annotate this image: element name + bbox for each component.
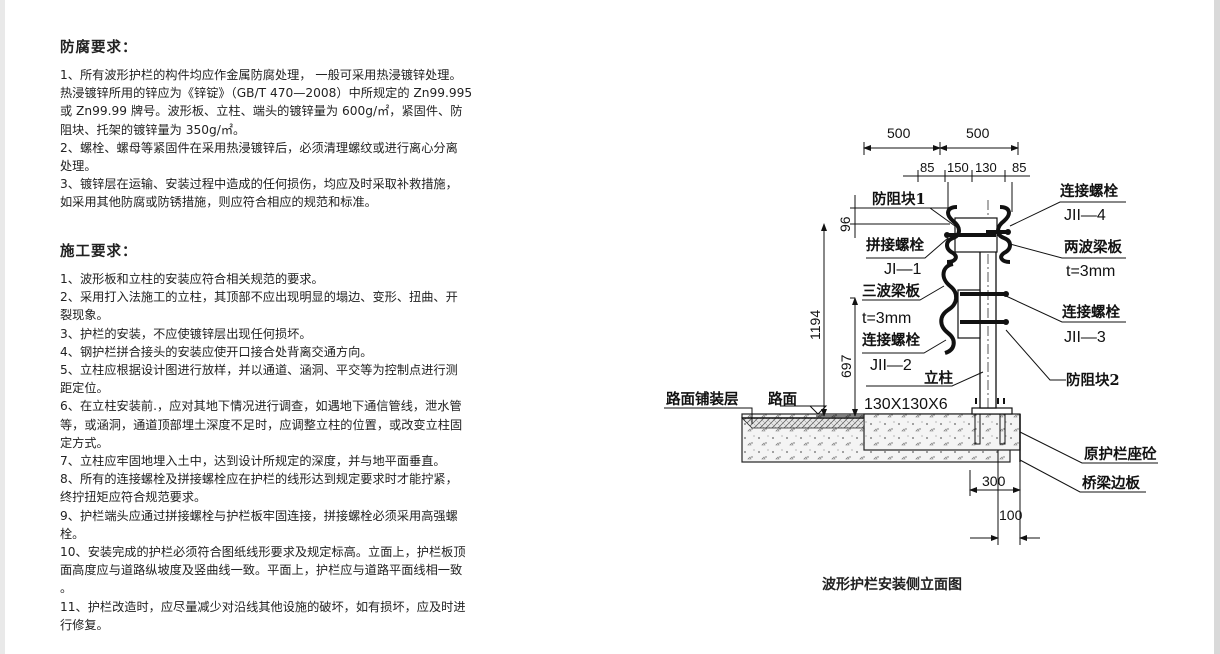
paragraph-line: 或 Zn99.99 牌号。波形板、立柱、端头的镀锌量为 600g/㎡，紧固件、防 bbox=[60, 104, 463, 119]
construction-paragraphs: 1、波形板和立柱的安装应符合相关规范的要求。 2、采用打入法施工的立柱，其顶部不应… bbox=[60, 270, 560, 634]
label-bridge-edge: 桥梁边板 bbox=[1082, 474, 1140, 492]
label-block-2: 防阻块2 bbox=[1066, 371, 1120, 389]
paragraph-line: 处理。 bbox=[60, 159, 97, 174]
two-wave-beam bbox=[996, 205, 1012, 264]
label-jl1: JI—1 bbox=[884, 261, 921, 278]
label-road-surface: 路面 bbox=[768, 390, 797, 408]
upper-left-wave-beam bbox=[945, 205, 961, 264]
paragraph-line: 。 bbox=[60, 581, 73, 596]
construction-title: 施工要求： bbox=[60, 243, 138, 260]
dim-500-left: 500 bbox=[887, 125, 911, 141]
label-three-wave-beam: 三波梁板 bbox=[862, 282, 920, 300]
paragraph-line: 裂现象。 bbox=[60, 308, 109, 323]
paragraph-line: 6、在立柱安装前.，应对其地下情况进行调查，如遇地下通信管线，泄水管 bbox=[60, 399, 462, 414]
label-jl4: JII—4 bbox=[1064, 207, 1106, 224]
label-post: 立柱 bbox=[924, 369, 953, 387]
page-right-edge bbox=[1214, 0, 1220, 654]
paragraph-line: 9、护栏端头应通过拼接螺栓与护栏板牢固连接，拼接螺栓必须采用高强螺 bbox=[60, 508, 458, 523]
paragraph-line: 10、安装完成的护栏必须符合图纸线形要求及规定标高。立面上，护栏板顶 bbox=[60, 545, 466, 560]
page-left-edge bbox=[0, 0, 5, 654]
left-dimensions bbox=[816, 195, 950, 417]
label-jl2: JII—2 bbox=[870, 357, 912, 374]
top-dimensions bbox=[863, 142, 1030, 212]
dim-500-right: 500 bbox=[966, 125, 990, 141]
bolts bbox=[944, 229, 1011, 325]
dim-150: 150 bbox=[947, 160, 969, 175]
paragraph-line: 栓。 bbox=[60, 526, 85, 541]
dim-85-right: 85 bbox=[1012, 160, 1026, 175]
dim-85-left: 85 bbox=[920, 160, 934, 175]
label-t3-right: t=3mm bbox=[1066, 263, 1115, 280]
paragraph-line: 2、采用打入法施工的立柱，其顶部不应出现明显的塌边、变形、扭曲、开 bbox=[60, 290, 458, 305]
label-pavement-layer: 路面铺装层 bbox=[666, 390, 739, 408]
paragraph-line: 热浸镀锌所用的锌应为《锌锭》（GB/T 470—2008）中所规定的 Zn99.… bbox=[60, 86, 473, 101]
base-plate bbox=[971, 407, 1013, 415]
dim-300: 300 bbox=[982, 473, 1006, 489]
pavement-layer bbox=[741, 417, 865, 429]
label-t3-left: t=3mm bbox=[862, 310, 911, 327]
paragraph-line: 阻块、托架的镀锌量为 350g/㎡。 bbox=[60, 122, 246, 137]
label-conn-bolt-left: 连接螺栓 bbox=[862, 331, 920, 349]
label-post-size: 130X130X6 bbox=[864, 396, 948, 413]
label-original-base: 原护栏座砼 bbox=[1084, 445, 1157, 463]
leader-lines bbox=[862, 201, 1158, 493]
top-dimension-labels: 500 500 85 150 130 85 bbox=[887, 125, 1026, 175]
paragraph-line: 1、所有波形护栏的构件均应作金属防腐处理， 一般可采用热浸镀锌处理。 bbox=[60, 68, 462, 82]
label-block-1: 防阻块1 bbox=[872, 190, 926, 208]
anticorrosion-title: 防腐要求： bbox=[60, 39, 138, 56]
label-conn-bolt-right-2: 连接螺栓 bbox=[1062, 303, 1120, 321]
dim-1194: 1194 bbox=[807, 310, 823, 340]
label-two-wave-beam: 两波梁板 bbox=[1064, 238, 1122, 256]
paragraph-line: 7、立柱应牢固地埋入土中，达到设计所规定的深度，并与地平面垂直。 bbox=[60, 454, 446, 469]
block-2 bbox=[957, 289, 981, 339]
paragraph-line: 8、所有的连接螺栓及拼接螺栓应在护栏的线形达到规定要求时才能拧紧， bbox=[60, 472, 458, 487]
paragraph-line: 如采用其他防腐或防锈措施，则应符合相应的规范和标准。 bbox=[60, 195, 377, 210]
paragraph-line: 面高度应与道路纵坡度及竖曲线一致。平面上，护栏应与道路平面线相一致 bbox=[60, 563, 463, 578]
paragraph-line: 5、立柱应根据设计图进行放样，并以通道、涵洞、平交等为控制点进行测 bbox=[60, 363, 458, 378]
paragraph-line: 2、螺栓、螺母等紧固件在采用热浸镀锌后，必须清理螺纹或进行离心分离 bbox=[60, 140, 458, 155]
guardrail-elevation-diagram: 500 500 85 150 130 85 96 1194 697 300 10… bbox=[664, 125, 1158, 545]
dim-100: 100 bbox=[999, 507, 1023, 523]
paragraph-line: 终拧扭矩应符合规范要求。 bbox=[60, 490, 207, 505]
label-splice-bolt: 拼接螺栓 bbox=[866, 236, 924, 254]
paragraph-line: 3、护栏的安装，不应使镀锌层出现任何损坏。 bbox=[60, 326, 312, 341]
three-wave-beam bbox=[939, 262, 959, 355]
label-conn-bolt-right-1: 连接螺栓 bbox=[1060, 182, 1118, 200]
dim-96: 96 bbox=[837, 216, 853, 232]
diagram-caption: 波形护栏安装侧立面图 bbox=[822, 577, 962, 593]
paragraph-line: 定方式。 bbox=[60, 435, 109, 450]
road-surface-marker bbox=[664, 405, 828, 424]
paragraph-line: 4、钢护栏拼合接头的安装应使开口接合处背离交通方向。 bbox=[60, 344, 373, 359]
paragraph-line: 11、护栏改造时，应尽量减少对沿线其他设施的破坏，如有损坏，应及时进 bbox=[60, 599, 466, 614]
paragraph-line: 等，或涵洞，通道顶部埋土深度不足时，应调整立柱的位置，或改变立柱固 bbox=[60, 417, 463, 432]
foundation-group bbox=[741, 398, 1021, 463]
paragraph-line: 1、波形板和立柱的安装应符合相关规范的要求。 bbox=[60, 272, 324, 286]
paragraph-line: 3、镀锌层在运输、安装过程中造成的任何损伤，均应及时采取补救措施， bbox=[60, 177, 458, 192]
dim-130: 130 bbox=[975, 160, 997, 175]
label-jl3: JII—3 bbox=[1064, 329, 1106, 346]
paragraph-line: 距定位。 bbox=[60, 381, 109, 396]
dim-697: 697 bbox=[838, 354, 854, 378]
original-base-concrete bbox=[863, 413, 1021, 451]
anticorrosion-paragraphs: 1、所有波形护栏的构件均应作金属防腐处理， 一般可采用热浸镀锌处理。热浸镀锌所用… bbox=[60, 66, 560, 212]
paragraph-line: 行修复。 bbox=[60, 617, 109, 632]
bottom-dimensions bbox=[969, 450, 1040, 545]
